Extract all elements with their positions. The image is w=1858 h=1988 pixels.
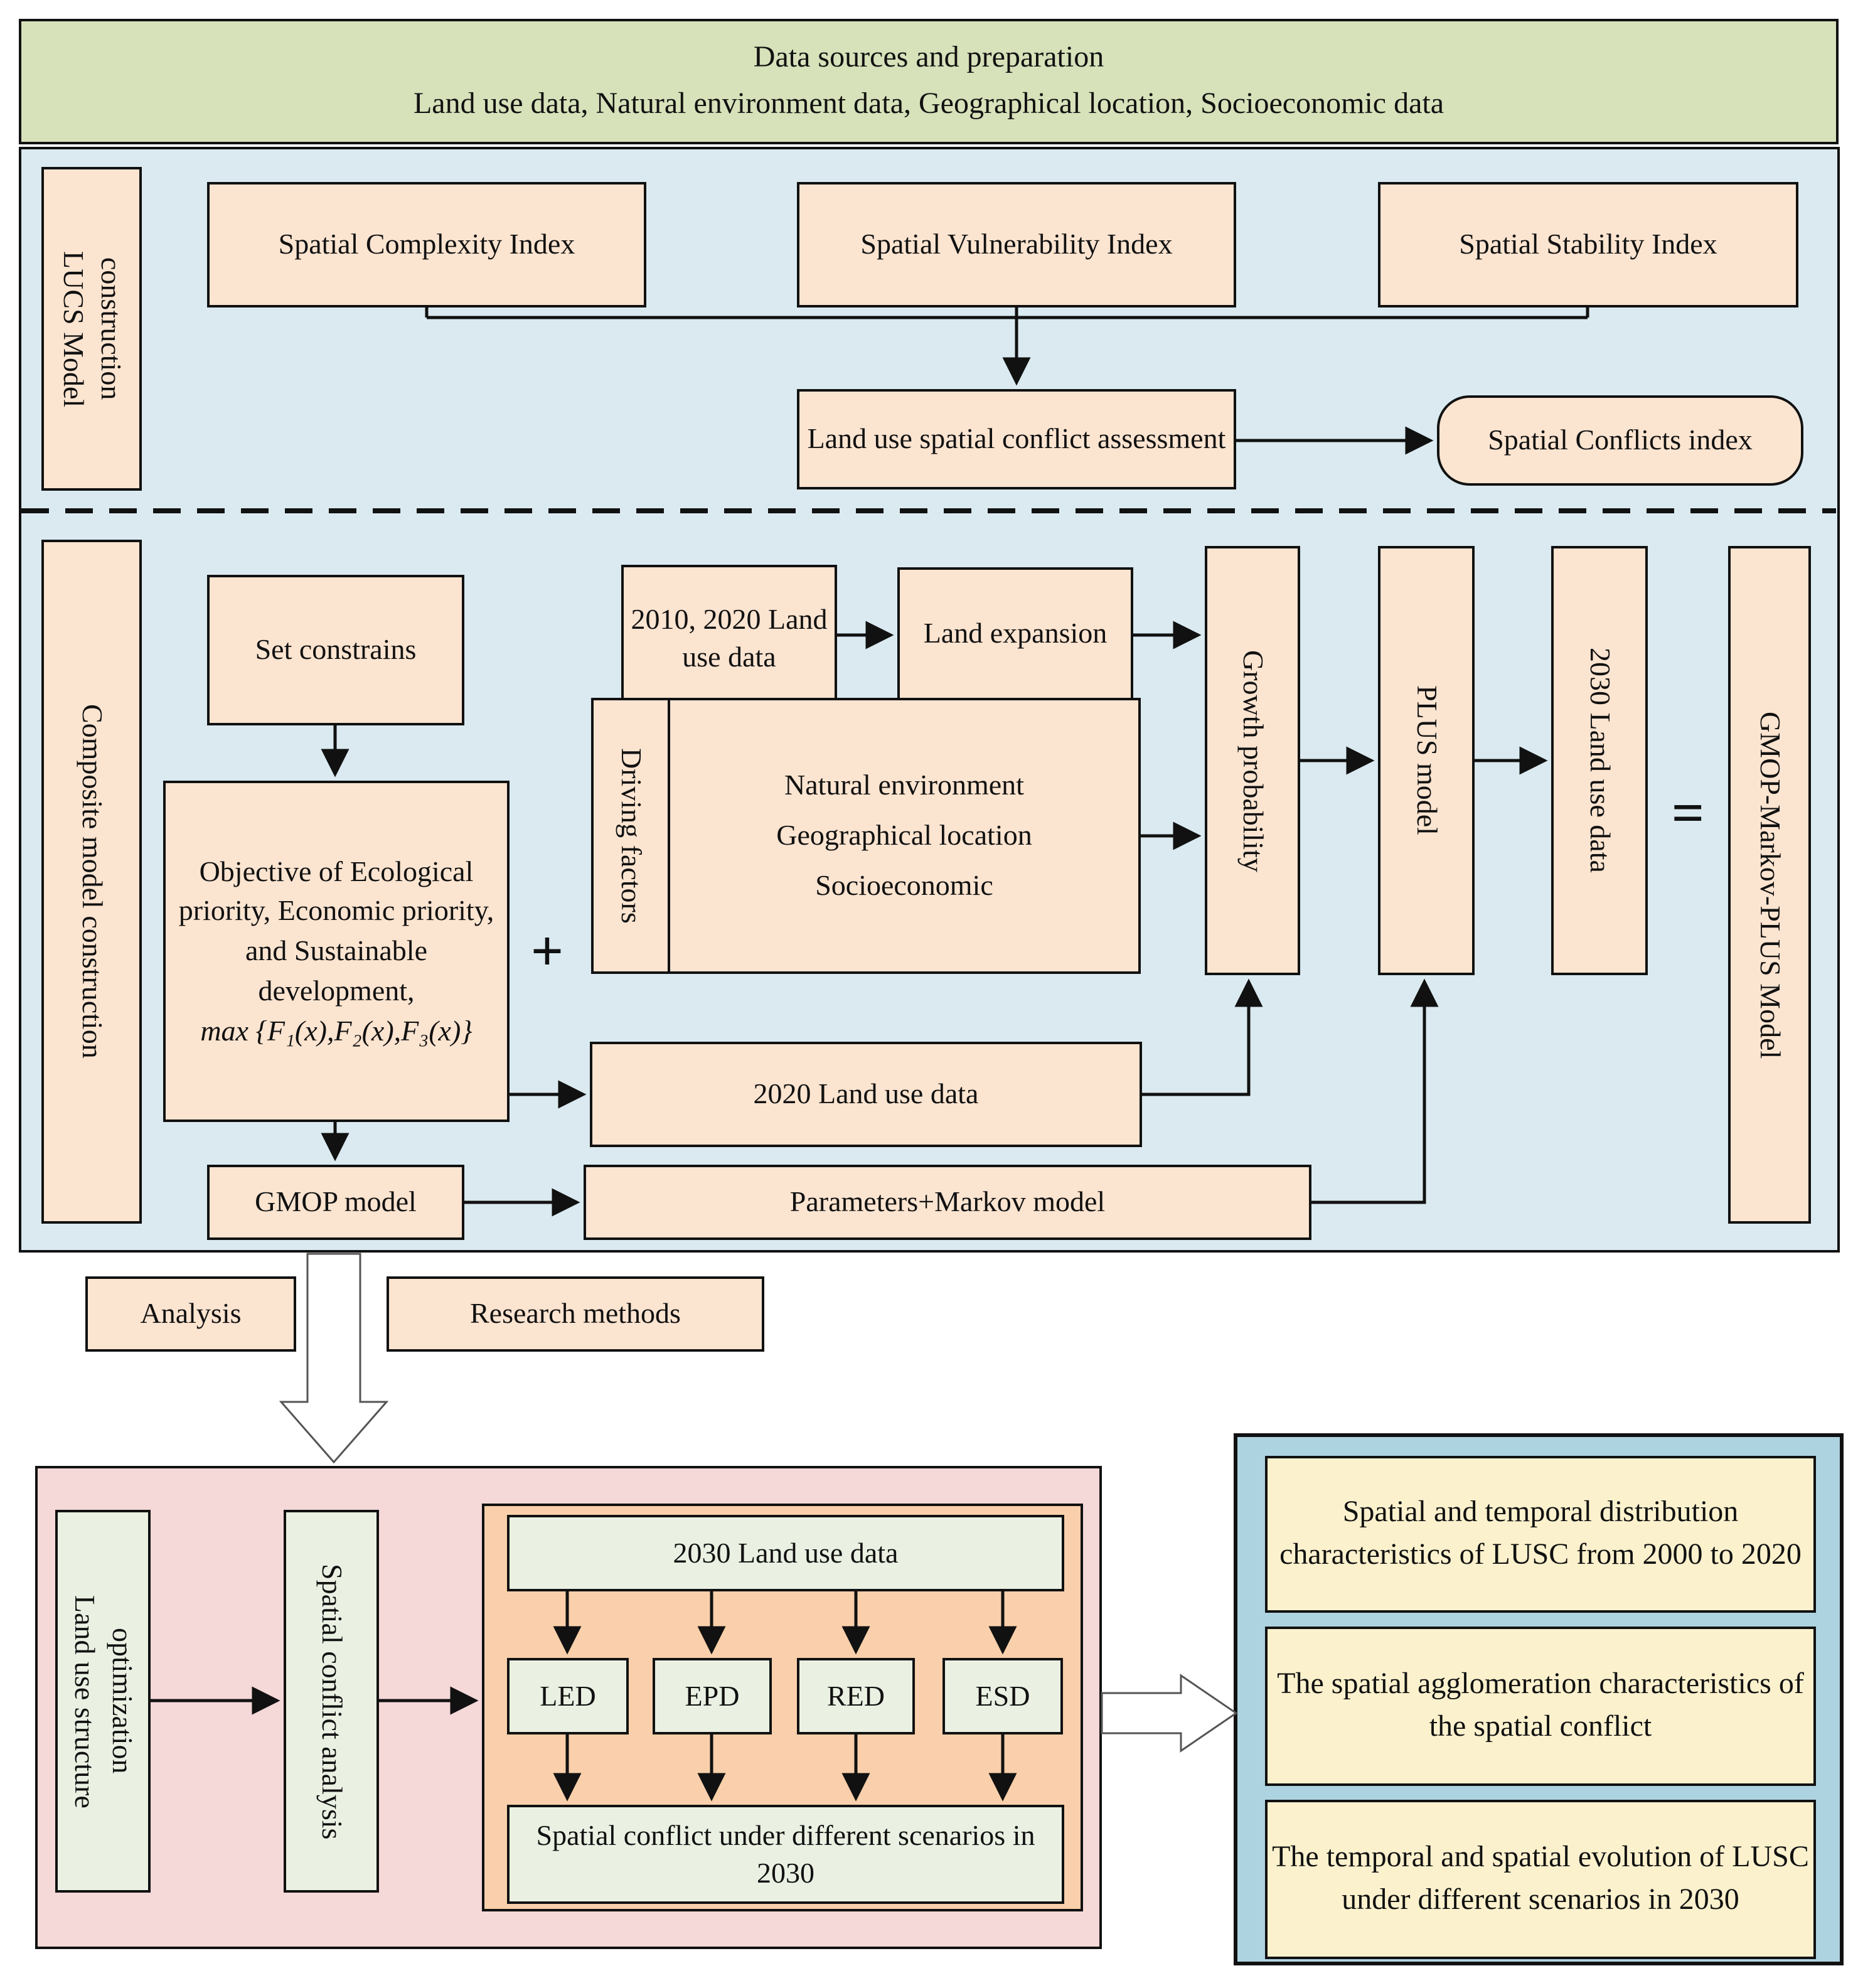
landuse-2030-scenario-box: 2030 Land use data xyxy=(507,1515,1064,1591)
objective-text: Objective of Ecological priority, Econom… xyxy=(178,855,494,1007)
spatial-conflict-analysis-box: Spatial conflict analysis xyxy=(284,1510,379,1893)
objective-box: Objective of Ecological priority, Econom… xyxy=(163,781,510,1122)
set-constrains-box: Set constrains xyxy=(207,575,464,725)
landuse-structure-optimization-box: Land use structure optimization xyxy=(55,1510,151,1893)
result-agglomeration-box: The spatial agglomeration characteristic… xyxy=(1265,1627,1816,1786)
spatial-vulnerability-box: Spatial Vulnerability Index xyxy=(797,182,1236,307)
gmop-markov-plus-box: GMOP-Markov-PLUS Model xyxy=(1728,546,1811,1224)
led-box: LED xyxy=(507,1658,629,1734)
esd-box: ESD xyxy=(942,1658,1063,1734)
driver-socioeconomic: Socioeconomic xyxy=(815,870,993,902)
research-methods-label-box: Research methods xyxy=(387,1276,764,1352)
objective-formula: max {F₁(x),F₂(x),F₃(x)} xyxy=(200,1015,473,1047)
plus-model-box: PLUS model xyxy=(1378,546,1475,975)
hollow-down-arrow xyxy=(279,1253,389,1464)
result-distribution-box: Spatial and temporal distribution charac… xyxy=(1265,1456,1816,1613)
parameters-markov-box: Parameters+Markov model xyxy=(584,1165,1311,1240)
data-sources-subtitle: Land use data, Natural environment data,… xyxy=(413,88,1444,120)
data-sources-title: Data sources and preparation xyxy=(753,41,1104,74)
growth-probability-box: Growth probability xyxy=(1205,546,1300,975)
analysis-label-box: Analysis xyxy=(85,1276,296,1352)
driving-factors-label: Driving factors xyxy=(594,700,670,971)
scenario-conflict-result-box: Spatial conflict under different scenari… xyxy=(507,1805,1064,1904)
conflict-assessment-box: Land use spatial conflict assessment xyxy=(797,389,1236,489)
equals-operator: = xyxy=(1671,781,1705,845)
hollow-right-arrow xyxy=(1101,1674,1238,1753)
result-evolution-box: The temporal and spatial evolution of LU… xyxy=(1265,1800,1816,1959)
landuse-2010-2020-box: 2010, 2020 Land use data xyxy=(621,565,837,713)
landuse-2030-column-box: 2030 Land use data xyxy=(1551,546,1648,975)
data-sources-header: Data sources and preparation Land use da… xyxy=(19,19,1839,144)
driving-factors-box: Driving factors Natural environment Geog… xyxy=(591,698,1141,974)
red-box: RED xyxy=(797,1658,915,1734)
composite-section-label: Composite model construction xyxy=(41,540,142,1224)
driver-natural-environment: Natural environment xyxy=(784,769,1024,801)
landuse-2020-box: 2020 Land use data xyxy=(590,1042,1142,1147)
spatial-conflicts-index-box: Spatial Conflicts index xyxy=(1437,395,1803,486)
land-expansion-box: Land expansion xyxy=(897,567,1133,700)
driver-geographical-location: Geographical location xyxy=(776,819,1032,851)
gmop-model-box: GMOP model xyxy=(207,1165,464,1240)
spatial-stability-box: Spatial Stability Index xyxy=(1378,182,1798,307)
lucs-section-label: LUCS Model construction xyxy=(41,167,142,491)
spatial-complexity-box: Spatial Complexity Index xyxy=(207,182,646,307)
driving-factors-list: Natural environment Geographical locatio… xyxy=(670,700,1138,971)
plus-operator: + xyxy=(530,919,564,983)
epd-box: EPD xyxy=(653,1658,772,1734)
